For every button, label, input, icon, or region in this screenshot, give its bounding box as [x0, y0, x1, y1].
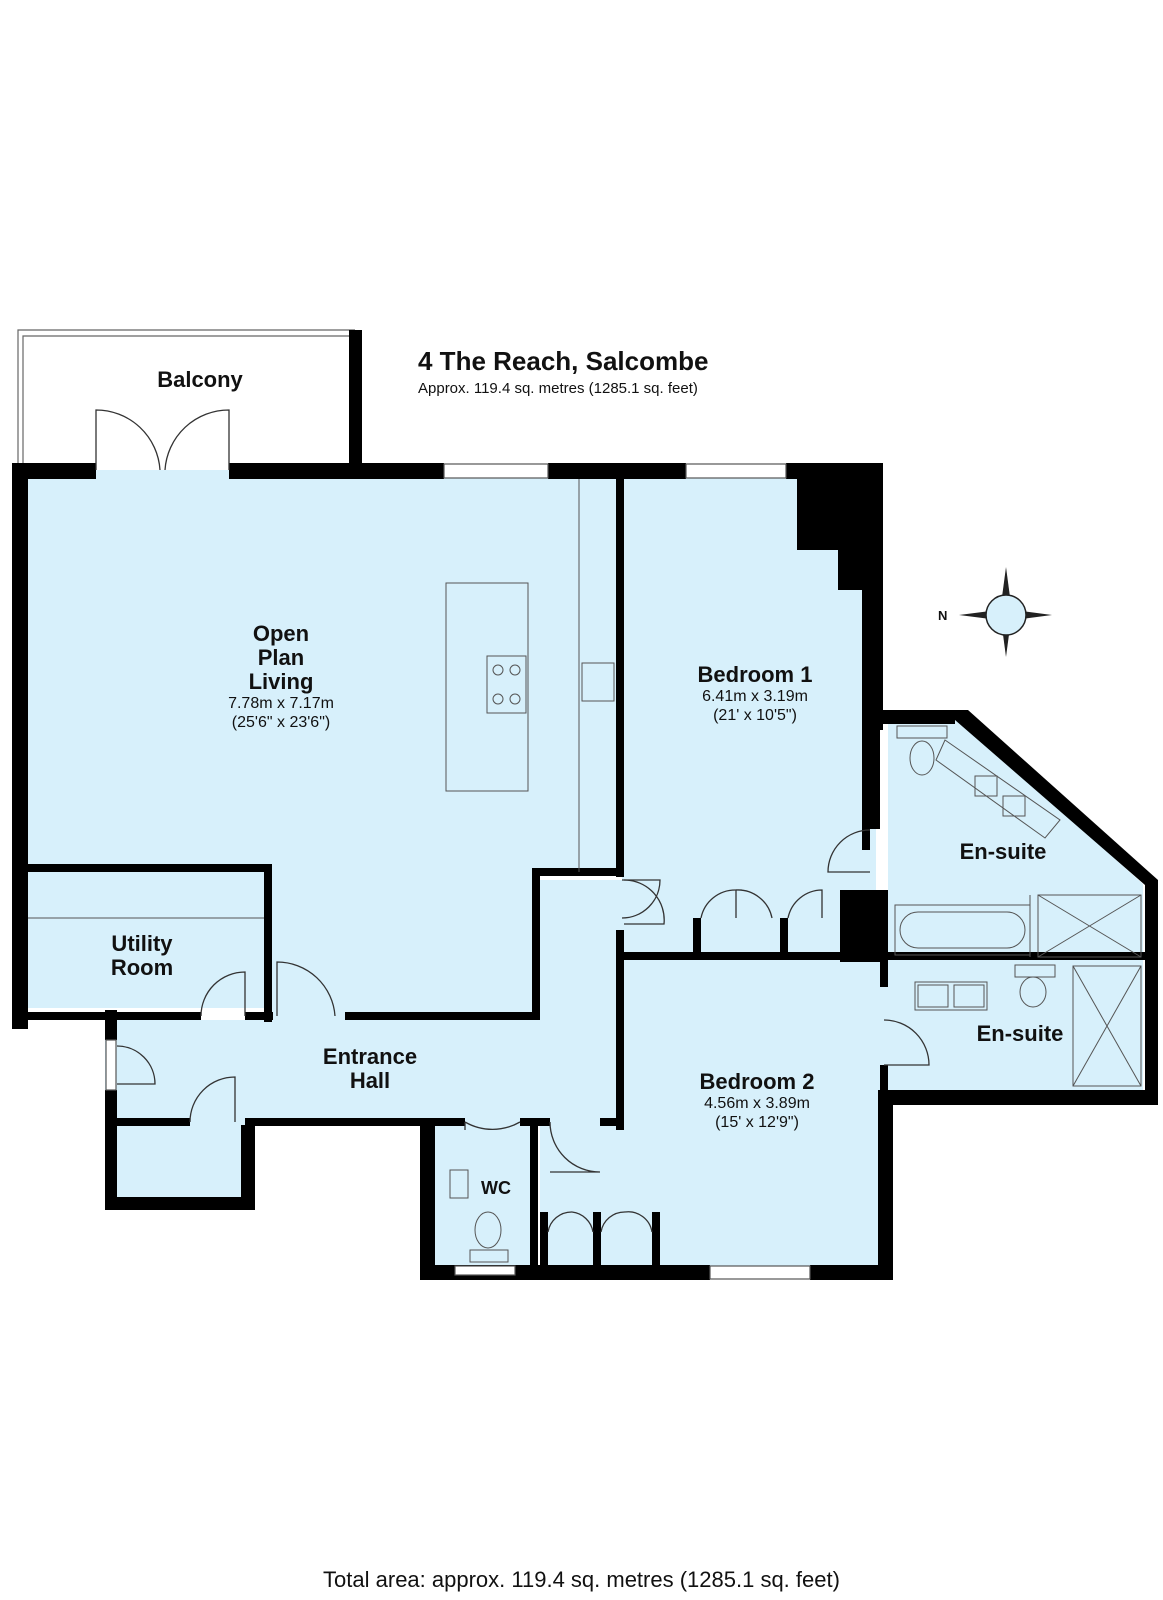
room-balcony: Balcony	[157, 368, 243, 392]
room-name: Bedroom 2	[699, 1069, 815, 1094]
internal-walls	[22, 479, 1145, 1275]
room-hall: Entrance Hall	[323, 1045, 417, 1093]
room-dim-imperial: (15' x 12'9")	[715, 1114, 799, 1131]
room-name: WC	[481, 1178, 511, 1198]
total-area: Total area: approx. 119.4 sq. metres (12…	[323, 1567, 840, 1592]
room-name: Balcony	[157, 367, 243, 392]
window-bedroom1	[685, 463, 787, 479]
kitchen-island	[445, 582, 529, 792]
compass-north-label: N	[938, 608, 948, 623]
walls	[12, 463, 1158, 1280]
windows	[105, 463, 811, 1280]
room-wc: WC	[481, 1176, 511, 1200]
room-name: Bedroom 1	[697, 662, 813, 687]
room-dim-metric: 6.41m x 3.19m	[702, 688, 808, 705]
fixtures	[28, 479, 1142, 1263]
window-bedroom2	[709, 1265, 811, 1280]
room-living: Open Plan Living 7.78m x 7.17m (25'6" x …	[228, 622, 334, 732]
room-name-line2: Plan	[257, 645, 305, 670]
window-living	[443, 463, 549, 479]
room-name: En-suite	[976, 1021, 1064, 1046]
room-name: En-suite	[959, 839, 1047, 864]
page-title: 4 The Reach, Salcombe	[418, 346, 709, 376]
room-bedroom1: Bedroom 1 6.41m x 3.19m (21' x 10'5")	[698, 663, 813, 725]
room-name-line1: Utility	[111, 931, 173, 956]
room-dim-metric: 4.56m x 3.89m	[704, 1095, 810, 1112]
hob	[486, 655, 527, 714]
bedroom1-fill	[622, 470, 876, 960]
store-fill	[117, 1125, 241, 1197]
kitchen-sink	[581, 662, 615, 702]
room-bedroom2: Bedroom 2 4.56m x 3.89m (15' x 12'9")	[700, 1070, 815, 1132]
room-name-line1: Open	[252, 621, 310, 646]
room-name-line3: Living	[248, 669, 314, 694]
room-utility: Utility Room	[111, 932, 173, 980]
room-dim-imperial: (21' x 10'5")	[713, 707, 797, 724]
living-fill	[22, 470, 622, 868]
bedroom2-fill	[540, 960, 888, 1275]
hall-fill	[105, 868, 622, 1125]
balcony-fill	[22, 336, 355, 466]
room-dim-metric: 7.78m x 7.17m	[228, 695, 334, 712]
room-ensuite1: En-suite	[960, 840, 1047, 864]
compass-icon	[959, 567, 1052, 657]
room-name-line2: Hall	[349, 1068, 391, 1093]
balcony-rail	[17, 329, 362, 466]
room-name-line2: Room	[110, 955, 174, 980]
window-hall	[105, 1039, 117, 1091]
window-wc	[454, 1265, 516, 1276]
room-ensuite2: En-suite	[977, 1022, 1064, 1046]
room-dim-imperial: (25'6" x 23'6")	[231, 714, 331, 731]
wc-fill	[435, 1125, 530, 1265]
doors	[95, 409, 930, 1233]
room-fills	[22, 336, 1143, 1275]
utility-fill	[22, 868, 269, 1008]
page-subtitle: Approx. 119.4 sq. metres (1285.1 sq. fee…	[418, 380, 698, 397]
ensuite1-fill	[888, 720, 1143, 960]
room-name-line1: Entrance	[322, 1044, 418, 1069]
